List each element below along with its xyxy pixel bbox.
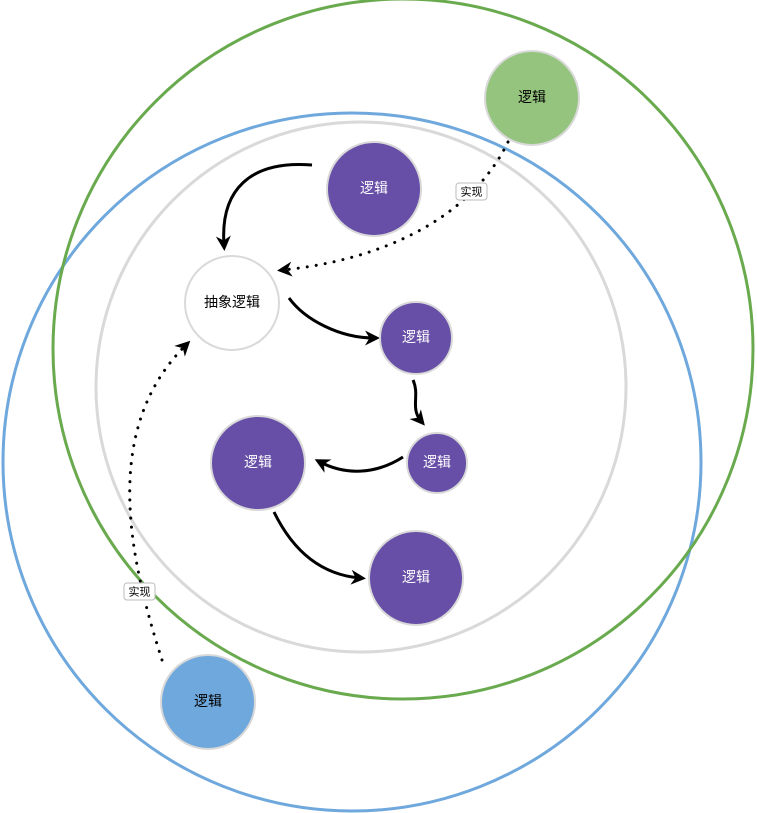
- purple-logic-node-4[interactable]: 逻辑: [210, 415, 306, 511]
- flow-arrow-2: [287, 297, 380, 346]
- purple-logic-node-3-label: 逻辑: [423, 455, 451, 471]
- blue-logic-node-label: 逻辑: [194, 694, 222, 710]
- flow-arrow-5: [272, 511, 366, 585]
- outer-green-ring: [51, 0, 755, 701]
- purple-logic-node-3[interactable]: 逻辑: [406, 432, 468, 494]
- purple-logic-node-4-label: 逻辑: [244, 455, 272, 471]
- purple-logic-node-5[interactable]: 逻辑: [368, 530, 464, 626]
- blue-logic-node[interactable]: 逻辑: [160, 654, 256, 750]
- flow-arrow-1: [215, 162, 313, 251]
- green-implementation-label-text: 实现: [461, 185, 483, 199]
- blue-implementation-label-text: 实现: [129, 585, 151, 599]
- blue-implementation-label: 实现: [123, 582, 156, 601]
- green-implementation-label: 实现: [455, 182, 488, 201]
- abstract-logic-node-label: 抽象逻辑: [204, 295, 260, 311]
- purple-logic-node-5-label: 逻辑: [402, 570, 430, 586]
- green-logic-node[interactable]: 逻辑: [484, 50, 580, 146]
- flow-arrow-3: [409, 379, 425, 426]
- purple-logic-node-1[interactable]: 逻辑: [326, 141, 422, 237]
- purple-logic-node-2[interactable]: 逻辑: [379, 301, 453, 375]
- inner-gray-ring: [94, 120, 628, 654]
- flow-arrow-4: [314, 455, 404, 473]
- purple-logic-node-1-label: 逻辑: [360, 181, 388, 197]
- abstract-logic-node[interactable]: 抽象逻辑: [184, 255, 280, 351]
- purple-logic-node-2-label: 逻辑: [402, 330, 430, 346]
- green-logic-node-label: 逻辑: [518, 90, 546, 106]
- blue-implementation-edge: [128, 340, 191, 662]
- outer-blue-ring: [1, 111, 703, 813]
